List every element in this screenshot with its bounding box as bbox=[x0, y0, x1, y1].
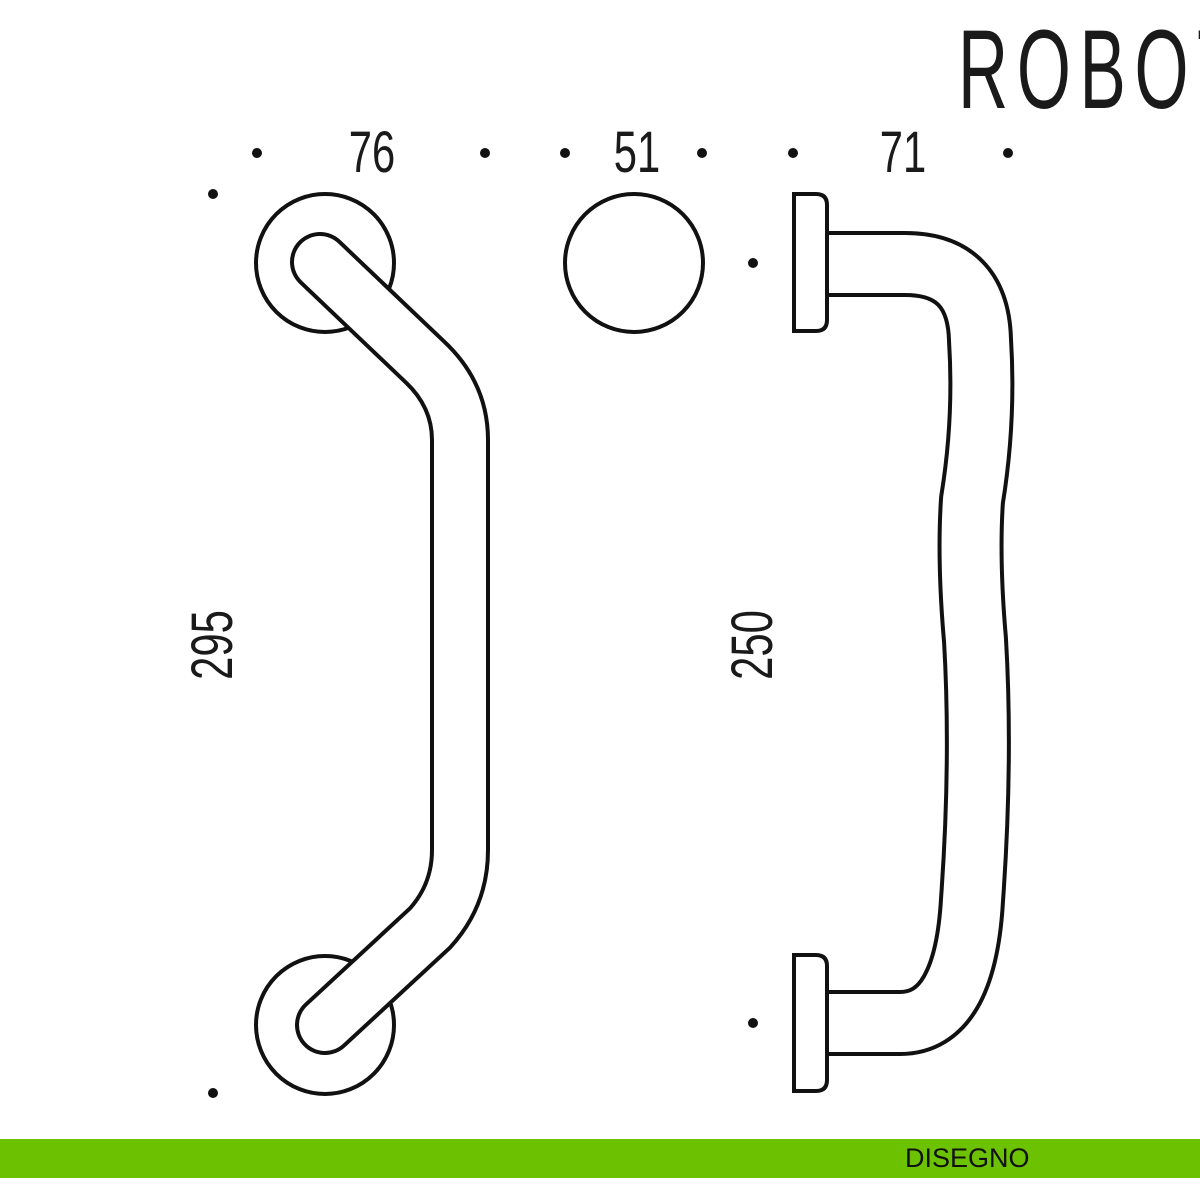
dim-dot bbox=[748, 258, 758, 268]
handle-bar bbox=[294, 236, 486, 1051]
dim-dot bbox=[208, 189, 218, 199]
handle-side-view bbox=[792, 192, 1015, 1093]
dim-dot bbox=[560, 148, 570, 158]
footer-label: DISEGNO bbox=[905, 1143, 1030, 1173]
side-bar bbox=[820, 235, 1011, 1052]
dim-dot bbox=[788, 148, 798, 158]
dim-projection: 71 bbox=[880, 119, 926, 184]
product-title: ROBOT bbox=[958, 7, 1200, 132]
dim-dot bbox=[748, 1018, 758, 1028]
dimension-dots bbox=[208, 148, 1013, 1098]
dim-dot bbox=[697, 148, 707, 158]
dim-dot bbox=[1003, 148, 1013, 158]
dim-center-distance: 250 bbox=[719, 610, 784, 680]
dim-dot bbox=[480, 148, 490, 158]
mounting-plate-top bbox=[792, 192, 829, 333]
handle-front-view bbox=[254, 192, 490, 1096]
dim-rose-width: 76 bbox=[349, 119, 395, 184]
knob-section bbox=[563, 192, 705, 334]
footer-bar: DISEGNO bbox=[0, 1139, 1200, 1178]
dim-dot bbox=[252, 148, 262, 158]
mounting-plate-bottom bbox=[792, 953, 829, 1093]
dim-length-total: 295 bbox=[179, 610, 244, 680]
dim-dot bbox=[208, 1088, 218, 1098]
dim-knob-width: 51 bbox=[614, 119, 660, 184]
